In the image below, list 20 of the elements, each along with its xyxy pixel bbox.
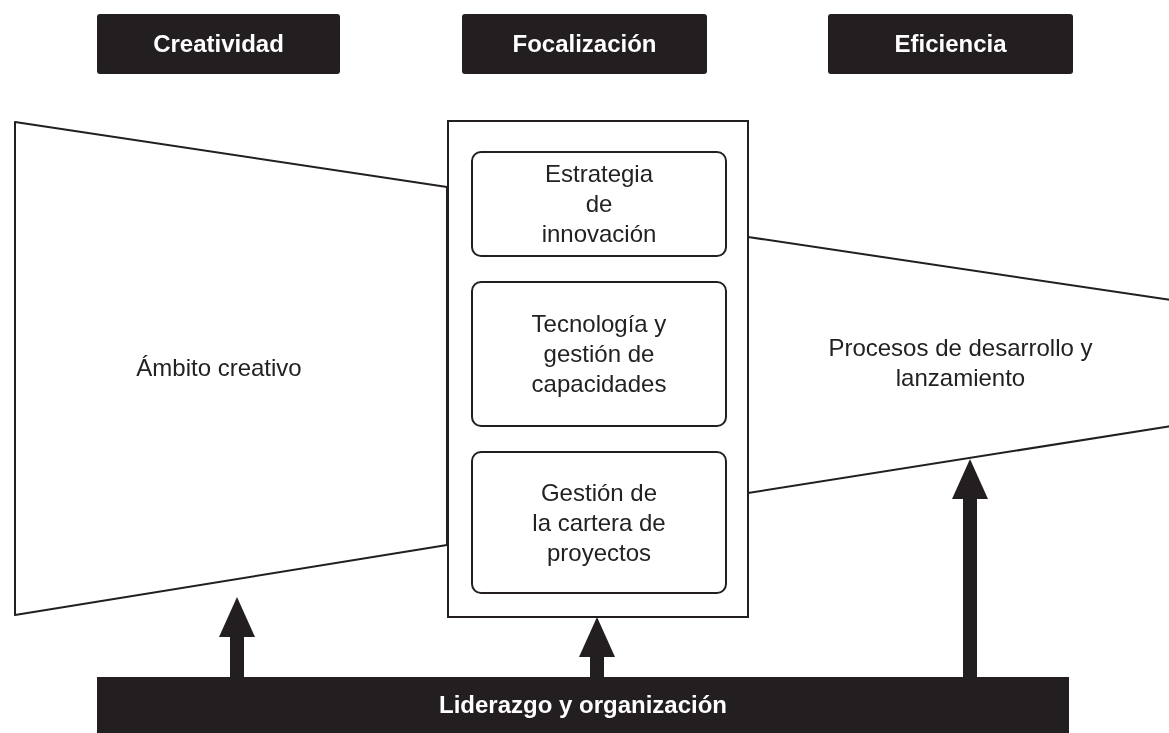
arrow <box>579 617 615 677</box>
arrow <box>952 459 988 677</box>
header-label <box>462 14 707 74</box>
center-panel <box>447 120 749 618</box>
arrow <box>219 597 255 677</box>
segment-label: Procesos de desarrollo y lanzamiento <box>828 333 1093 393</box>
process-box <box>471 451 727 594</box>
segment-label: Ámbito creativo <box>135 353 303 383</box>
header-label <box>97 14 340 74</box>
box-label: Gestión de la cartera de proyectos <box>531 477 667 568</box>
process-box <box>471 281 727 427</box>
header-label <box>828 14 1073 74</box>
process-box <box>471 151 727 257</box>
heading-text: Creatividad <box>153 30 284 58</box>
heading-text: Liderazgo y organización <box>438 691 727 719</box>
box-label: Tecnología y gestión de capacidades <box>530 309 668 399</box>
base-bar <box>97 677 1069 733</box>
box-label: Estrategia de innovación <box>540 159 658 249</box>
heading-text: Eficiencia <box>894 30 1007 58</box>
heading-text: Focalización <box>512 30 657 58</box>
